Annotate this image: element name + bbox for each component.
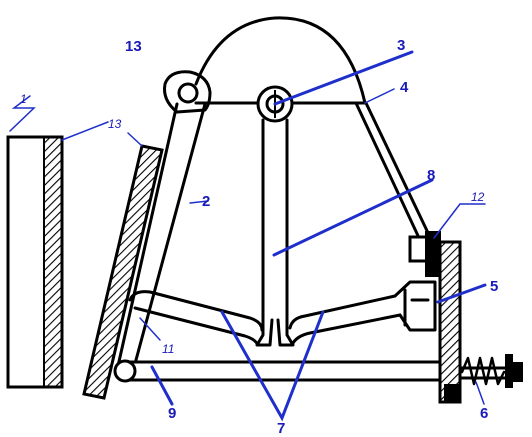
label-9: 9 xyxy=(168,405,176,422)
label-6: 6 xyxy=(480,405,488,422)
central-rod-8 xyxy=(255,118,295,347)
curved-arms-11 xyxy=(128,290,402,347)
label-10: 13 xyxy=(125,38,142,55)
label-2: 2 xyxy=(202,193,210,210)
brake-lining-13 xyxy=(82,144,164,400)
pivot-10 xyxy=(163,70,212,114)
leader-lines xyxy=(9,50,487,422)
label-8: 8 xyxy=(427,167,435,184)
label-3: 3 xyxy=(397,37,405,54)
label-13: 13 xyxy=(108,117,122,131)
dome-top xyxy=(194,16,367,105)
label-5: 5 xyxy=(490,278,498,295)
label-1: 1 xyxy=(20,92,27,106)
spring-6 xyxy=(460,354,523,388)
label-11: 11 xyxy=(162,342,174,356)
bracket-12 xyxy=(408,231,462,404)
left-block xyxy=(6,135,64,389)
label-7: 7 xyxy=(277,420,285,437)
label-12: 12 xyxy=(471,190,485,204)
shoe-5 xyxy=(393,280,437,332)
labels: 13 3 4 8 2 12 5 11 9 7 6 13 1 xyxy=(20,37,498,437)
label-4: 4 xyxy=(400,79,409,96)
bottom-rod-9 xyxy=(113,359,514,383)
frame-left-link xyxy=(116,102,207,368)
frame-right-side xyxy=(354,101,432,242)
